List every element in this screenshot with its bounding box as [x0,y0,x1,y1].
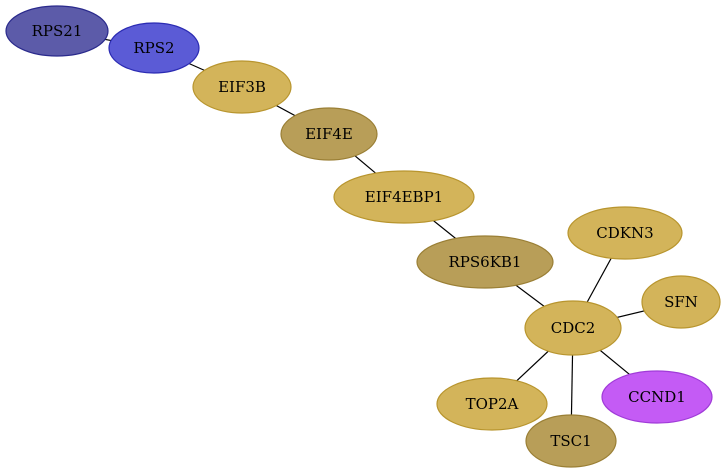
node-ellipse [333,170,475,224]
node-rps6kb1[interactable]: RPS6KB1 [416,235,554,289]
node-tsc1[interactable]: TSC1 [525,414,617,468]
node-label: RPS21 [32,22,83,40]
node-eif4ebp1[interactable]: EIF4EBP1 [333,170,475,224]
node-label: EIF4EBP1 [365,188,443,206]
node-label: CDC2 [551,319,596,337]
node-ellipse [436,377,548,431]
node-eif3b[interactable]: EIF3B [192,60,292,114]
node-label: CCND1 [628,388,686,406]
node-top2a[interactable]: TOP2A [436,377,548,431]
node-label: RPS6KB1 [449,253,522,271]
node-ellipse [525,414,617,468]
node-label: EIF4E [305,125,353,143]
node-label: SFN [664,293,698,311]
node-cdkn3[interactable]: CDKN3 [567,206,683,260]
node-eif4e[interactable]: EIF4E [280,107,378,161]
node-label: TSC1 [550,432,591,450]
node-rps21[interactable]: RPS21 [5,5,109,57]
node-ellipse [567,206,683,260]
node-ellipse [5,5,109,57]
node-label: EIF3B [218,78,266,96]
node-ccnd1[interactable]: CCND1 [601,370,713,424]
node-label: RPS2 [133,39,174,57]
node-ellipse [416,235,554,289]
node-cdc2[interactable]: CDC2 [524,300,622,356]
node-rps2[interactable]: RPS2 [108,22,200,74]
node-label: TOP2A [466,395,519,413]
node-ellipse [108,22,200,74]
node-sfn[interactable]: SFN [641,275,721,329]
node-ellipse [280,107,378,161]
node-ellipse [641,275,721,329]
node-ellipse [524,300,622,356]
node-ellipse [192,60,292,114]
node-ellipse [601,370,713,424]
node-label: CDKN3 [596,224,653,242]
